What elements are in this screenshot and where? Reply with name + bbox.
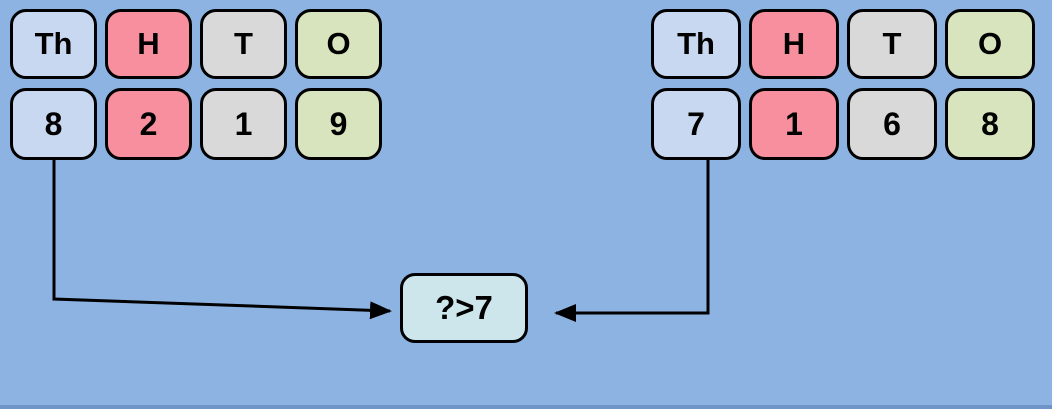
arrow-left-thousands-to-comparison bbox=[52, 160, 392, 320]
left-header-ones: O bbox=[295, 9, 382, 79]
right-header-tens: T bbox=[847, 9, 937, 79]
left-header-hundreds: H bbox=[105, 9, 192, 79]
left-header-thousands: Th bbox=[10, 9, 97, 79]
left-digit-ones: 9 bbox=[295, 88, 382, 160]
left-digit-thousands: 8 bbox=[10, 88, 97, 160]
place-value-table-left: Th H T O 8 2 1 9 bbox=[10, 9, 382, 160]
right-header-thousands: Th bbox=[651, 9, 741, 79]
right-header-hundreds: H bbox=[749, 9, 839, 79]
right-digit-tens: 6 bbox=[847, 88, 937, 160]
left-header-tens: T bbox=[200, 9, 287, 79]
right-digit-ones: 8 bbox=[945, 88, 1035, 160]
place-value-table-right: Th H T O 7 1 6 8 bbox=[651, 9, 1035, 160]
right-digit-hundreds: 1 bbox=[749, 88, 839, 160]
arrow-right-thousands-to-comparison bbox=[554, 160, 710, 322]
comparison-box: ?>7 bbox=[400, 273, 528, 343]
left-digit-tens: 1 bbox=[200, 88, 287, 160]
right-digit-thousands: 7 bbox=[651, 88, 741, 160]
right-header-ones: O bbox=[945, 9, 1035, 79]
left-digit-hundreds: 2 bbox=[105, 88, 192, 160]
slide-bottom-edge bbox=[0, 405, 1052, 409]
